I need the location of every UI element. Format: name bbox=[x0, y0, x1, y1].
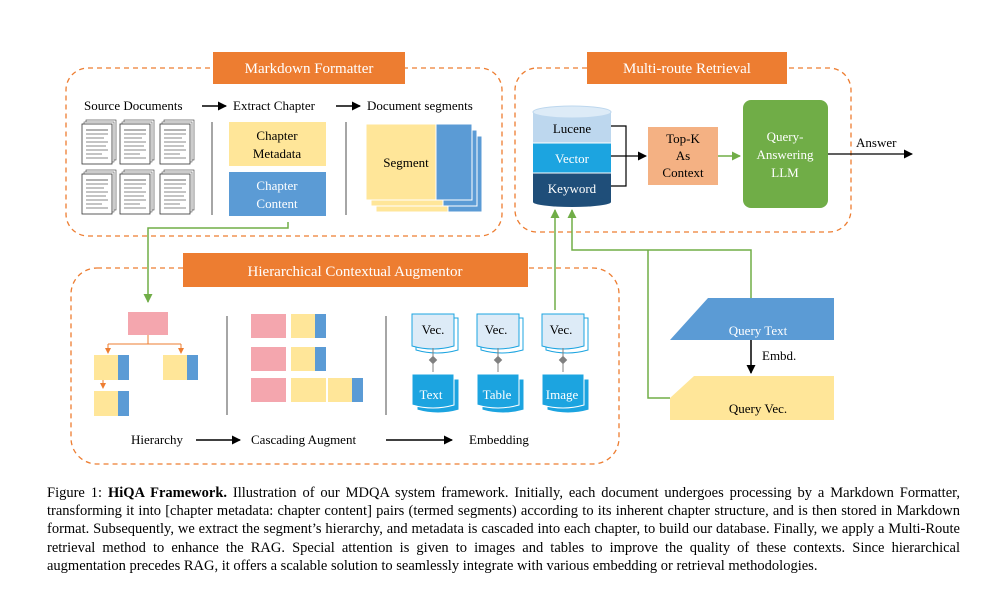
cascading-augment-icon bbox=[251, 314, 363, 402]
topk-line2: As bbox=[676, 148, 690, 163]
query-text-label: Query Text bbox=[729, 323, 788, 338]
retrieval-title-bg bbox=[587, 52, 787, 84]
markdown-formatter-title-bg bbox=[213, 52, 405, 84]
source-documents-label: Source Documents bbox=[84, 98, 183, 113]
chapter-metadata-line2: Metadata bbox=[253, 146, 302, 161]
vec-image-icon: Vec. Image bbox=[541, 313, 590, 414]
llm-box bbox=[743, 100, 828, 208]
augmentor-panel: Hierarchical Contextual Augmentor bbox=[70, 253, 620, 465]
vec-label-text: Vec. bbox=[422, 322, 445, 337]
query-vec-box bbox=[670, 376, 834, 420]
figure-caption: Figure 1: HiQA Framework. Illustration o… bbox=[47, 484, 960, 575]
vec-text-icon: Vec. Text bbox=[411, 313, 460, 414]
chapter-metadata-line1: Chapter bbox=[256, 128, 298, 143]
vec-label-image: Vec. bbox=[550, 322, 573, 337]
database-cylinder-icon bbox=[532, 105, 612, 207]
llm-line1: Query- bbox=[767, 129, 804, 144]
vec-table-icon: Vec. Table bbox=[476, 313, 525, 414]
answer-label: Answer bbox=[856, 135, 897, 150]
query-text-box bbox=[670, 298, 834, 340]
hierarchy-tree-icon bbox=[94, 312, 198, 416]
segment-label: Segment bbox=[383, 155, 429, 170]
chapter-content-line2: Content bbox=[256, 196, 298, 211]
hierarchy-label: Hierarchy bbox=[131, 432, 183, 447]
source-document-pages-icon bbox=[81, 119, 195, 215]
queryvec-to-db-line bbox=[647, 250, 670, 399]
chapter-content-line1: Chapter bbox=[256, 178, 298, 193]
document-segments-label: Document segments bbox=[367, 98, 473, 113]
chapter-content-box bbox=[229, 172, 326, 216]
markdown-formatter-title: Markdown Formatter bbox=[245, 61, 374, 77]
llm-line2: Answering bbox=[756, 147, 814, 162]
embd-label: Embd. bbox=[762, 348, 796, 363]
augmentor-title-bg bbox=[183, 253, 528, 287]
lucene-label: Lucene bbox=[553, 121, 591, 136]
llm-line3: LLM bbox=[771, 165, 799, 180]
multi-route-retrieval-panel: Multi-route Retrieval Lucene Vector Keyw… bbox=[514, 52, 913, 233]
query-to-db-arrow bbox=[567, 209, 752, 298]
hiqa-framework-figure: Markdown Formatter Source Documents Extr… bbox=[65, 52, 913, 465]
cascading-augment-label: Cascading Augment bbox=[251, 432, 356, 447]
topk-line3: Context bbox=[662, 165, 704, 180]
topk-line1: Top-K bbox=[666, 131, 700, 146]
vec-label-table: Vec. bbox=[485, 322, 508, 337]
extract-chapter-label: Extract Chapter bbox=[233, 98, 316, 113]
chapter-metadata-box bbox=[229, 122, 326, 166]
formatter-to-augmentor-arrow bbox=[143, 222, 289, 303]
topk-context-box bbox=[648, 127, 718, 185]
caption-body: Illustration of our MDQA system framewor… bbox=[47, 485, 961, 574]
text-node-label: Text bbox=[420, 387, 443, 402]
query-panel: Query Text Embd. Query Vec. bbox=[670, 298, 834, 420]
caption-label: Figure 1: bbox=[47, 485, 103, 501]
vector-label: Vector bbox=[555, 151, 590, 166]
embedding-label: Embedding bbox=[469, 432, 529, 447]
markdown-formatter-panel: Markdown Formatter Source Documents Extr… bbox=[65, 52, 503, 237]
caption-title: HiQA Framework. bbox=[107, 485, 228, 501]
keyword-label: Keyword bbox=[548, 181, 597, 196]
segment-stack bbox=[365, 123, 483, 213]
augmentor-title: Hierarchical Contextual Augmentor bbox=[248, 264, 463, 280]
table-node-label: Table bbox=[483, 387, 512, 402]
image-node-label: Image bbox=[546, 387, 579, 402]
retrieval-title: Multi-route Retrieval bbox=[623, 61, 751, 77]
query-vec-label: Query Vec. bbox=[729, 401, 787, 416]
